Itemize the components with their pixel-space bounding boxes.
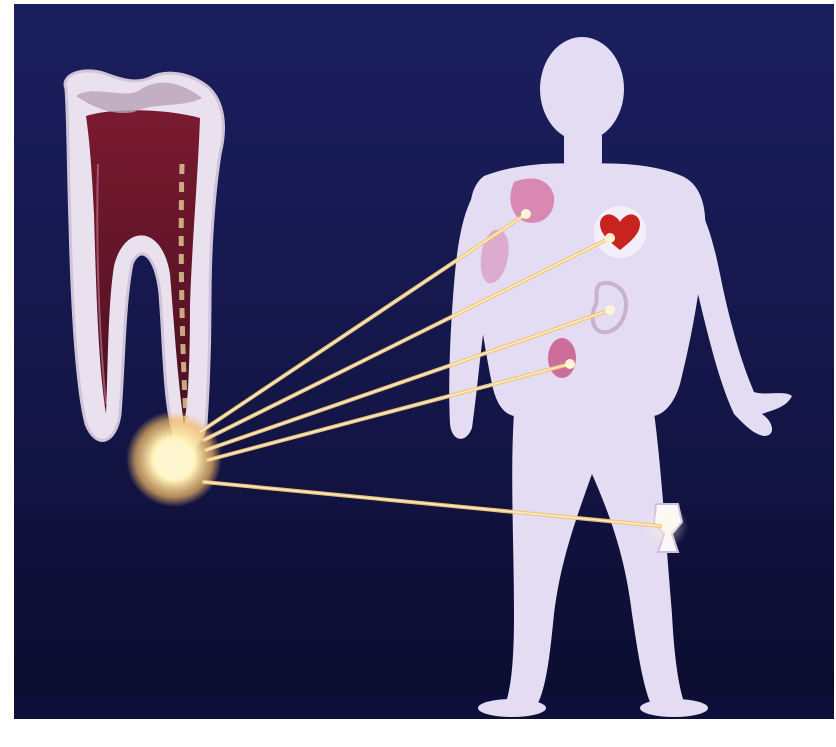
shoulder-organ: [510, 178, 554, 222]
scene-svg: [14, 4, 834, 719]
right-foot: [640, 699, 708, 717]
head: [540, 37, 624, 141]
ray-end-shoulder: [521, 209, 531, 219]
ray-end-heart: [605, 233, 615, 243]
left-foot: [478, 699, 546, 717]
neck: [564, 129, 602, 169]
photograph: [14, 4, 834, 719]
floor-shadow: [14, 694, 834, 719]
kidney: [548, 338, 576, 378]
infection-core: [154, 440, 194, 480]
ray-end-stomach: [605, 305, 615, 315]
ray-end-kidney: [565, 359, 575, 369]
